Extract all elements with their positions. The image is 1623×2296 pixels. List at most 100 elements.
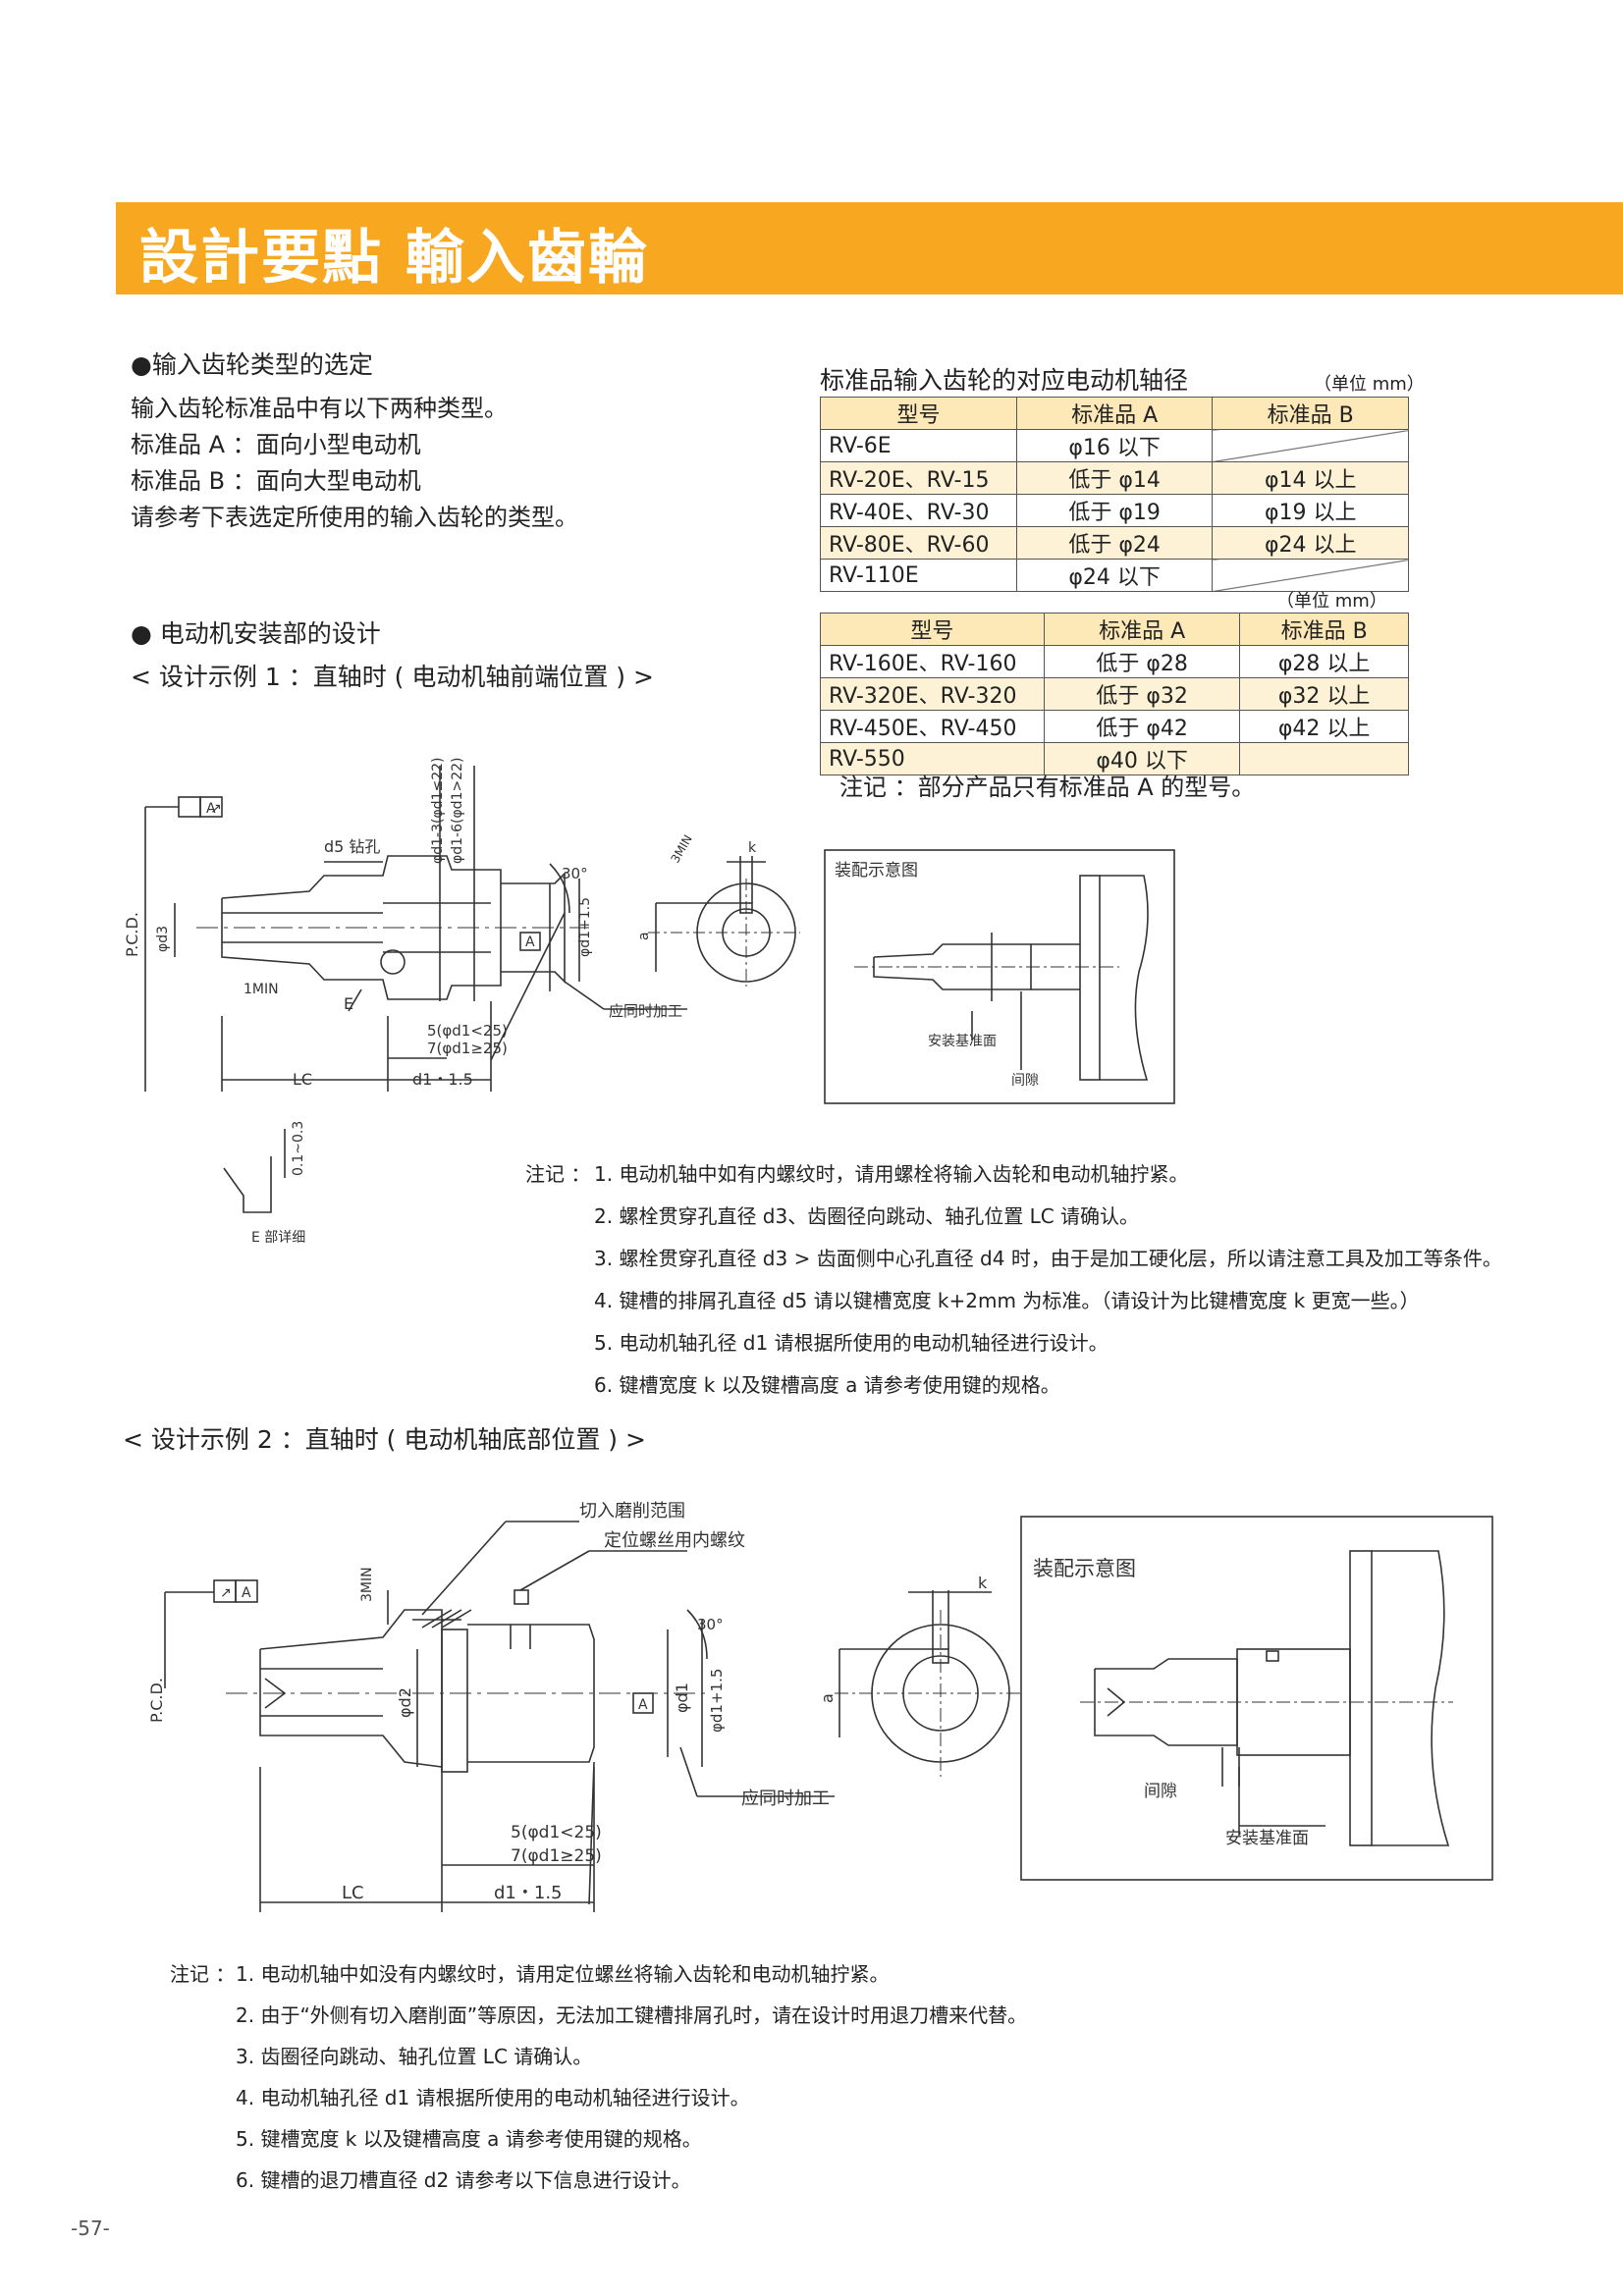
fig1-d1-15-label: d1・1.5 [412,1070,473,1089]
fig1-d5-label: d5 钻孔 [324,837,380,856]
fig1-angle-label: 30° [562,865,588,882]
note-item: 1. 电动机轴中如没有内螺纹时，请用定位螺丝将输入齿轮和电动机轴拧紧。 [236,1962,890,1986]
fig1-notes-prefix: 注记 ： [525,1162,591,1186]
table1-unit: （单位 mm） [1314,374,1425,395]
note-item: 5. 电动机轴孔径 d1 请根据所使用的电动机轴径进行设计。 [594,1331,1109,1355]
title-banner: 設計要點 輸入齒輪 [116,202,1623,294]
note-item: 6. 键槽宽度 k 以及键槽高度 a 请参考使用键的规格。 [594,1373,1060,1397]
fig2-mount-ref: 安装基准面 [1225,1829,1309,1848]
cell-std-a: 低于 φ28 [1043,645,1241,678]
note-item: 6. 键槽的退刀槽直径 d2 请参考以下信息进行设计。 [236,2168,691,2192]
fig1-five-label: 5(φd1<25) [427,1022,508,1040]
header-std-b: 标准品 B [1212,397,1409,430]
header-std-a: 标准品 A [1043,613,1241,646]
cell-std-b: φ19 以上 [1212,494,1409,527]
cell-std-b-empty [1212,559,1409,592]
fig2-simul-label: 应同时加工 [741,1789,830,1809]
fig1-1min-label: 1MIN [243,982,279,997]
header-model: 型号 [820,397,1017,430]
fig1-ref-a: A [525,934,535,950]
cell-model: RV-40E、RV-30 [820,494,1017,527]
fig2-d1-label: φd1 [673,1682,691,1713]
fig2-ref-a: A [638,1697,648,1713]
table-row: RV-160E、RV-160 低于 φ28 φ28 以上 [820,645,1409,678]
table-row: RV-320E、RV-320 低于 φ32 φ32 以上 [820,677,1409,711]
fig1-d1-15-vert: φd1+1.5 [577,897,593,957]
cell-std-a: φ24 以下 [1015,559,1214,592]
cell-model: RV-20E、RV-15 [820,461,1017,495]
note-item: 1. 电动机轴中如有内螺纹时，请用螺栓将输入齿轮和电动机轴拧紧。 [594,1162,1189,1186]
note-item: 2. 螺栓贯穿孔直径 d3、齿圈径向跳动、轴孔位置 LC 请确认。 [594,1204,1140,1228]
fig1-simul-label: 应同时加工 [609,1002,682,1020]
page-number: -57- [71,2216,110,2240]
table-row: RV-550 φ40 以下 [820,742,1409,775]
cell-model: RV-550 [820,742,1045,775]
cell-model: RV-320E、RV-320 [820,677,1045,711]
fig1-notes: 1. 电动机轴中如有内螺纹时，请用螺栓将输入齿轮和电动机轴拧紧。 2. 螺栓贯穿… [594,1158,1502,1398]
fig1-mount-ref: 安装基准面 [928,1033,997,1049]
header-std-b: 标准品 B [1239,613,1409,646]
cell-std-b: φ42 以上 [1239,710,1409,743]
table-header-row: 型号 标准品 A 标准品 B [820,397,1409,430]
cell-model: RV-6E [820,429,1017,462]
fig2-angle-label: 30° [697,1616,724,1633]
fig2-lc-label: LC [342,1883,364,1903]
note-item: 4. 电动机轴孔径 d1 请根据所使用的电动机轴径进行设计。 [236,2086,750,2109]
cell-std-a: φ40 以下 [1043,742,1241,775]
section-heading-gear-type: ●输入齿轮类型的选定 [131,350,373,379]
gdt-runout-icon: ↗ [220,1585,232,1601]
cell-std-a: 低于 φ32 [1043,677,1241,711]
table-row: RV-450E、RV-450 低于 φ42 φ42 以上 [820,710,1409,743]
fig2-five-label: 5(φd1<25) [511,1823,602,1842]
cell-std-b: φ28 以上 [1239,645,1409,678]
fig2-k-label: k [978,1574,988,1592]
fig2-pcd-label: P.C.D. [147,1678,166,1723]
fig1-e-tol: 0.1~0.3 [291,1121,306,1176]
header-std-a: 标准品 A [1015,397,1214,430]
spec-table-1: 型号 标准品 A 标准品 B RV-6E φ16 以下 RV-20E、RV-15… [820,397,1409,592]
cell-std-b: φ24 以上 [1212,526,1409,560]
section1-text: 输入齿轮标准品中有以下两种类型。 标准品 A ：面向小型电动机 标准品 B ：面… [131,391,578,536]
fig1-seven-label: 7(φd1≥25) [427,1040,508,1057]
fig1-d3-label: φd3 [155,926,171,952]
cell-std-b-empty [1212,429,1409,462]
fig1-a-label: a [636,932,652,940]
fig2-3min-label: 3MIN [359,1567,375,1602]
fig1-dim-top2: φd1-6(φd1>22) [450,758,465,865]
design-example-1-heading: < 设计示例 1 ：直轴时 ( 电动机轴前端位置 ) > [131,663,654,691]
fig2-d1-15-h: d1・1.5 [494,1883,563,1903]
fig1-assembly-label: 装配示意图 [835,861,918,881]
spec-table-2: 型号 标准品 A 标准品 B RV-160E、RV-160 低于 φ28 φ28… [820,613,1409,775]
cell-model: RV-450E、RV-450 [820,710,1045,743]
note-item: 5. 键槽宽度 k 以及键槽高度 a 请参考使用键的规格。 [236,2127,702,2151]
text-line: 请参考下表选定所使用的输入齿轮的类型。 [131,504,578,531]
note-item: 3. 齿圈径向跳动、轴孔位置 LC 请确认。 [236,2045,593,2068]
fig2-gdt-ref: A [242,1585,251,1601]
cell-std-b-empty [1239,742,1409,775]
fig1-lc-label: LC [293,1070,312,1089]
cell-std-a: 低于 φ14 [1015,461,1214,495]
fig1-e-label: E [344,994,353,1013]
cell-model: RV-110E [820,559,1017,592]
page-title: 設計要點 輸入齒輪 [139,224,649,293]
fig2-assembly-label: 装配示意图 [1033,1557,1136,1580]
cell-std-a: 低于 φ42 [1043,710,1241,743]
text-line: 标准品 B ：面向大型电动机 [131,467,421,495]
table2-unit: （单位 mm） [1276,591,1387,612]
cell-model: RV-80E、RV-60 [820,526,1017,560]
fig1-gdt-ref: A [206,801,216,817]
fig1-k-label: k [748,840,757,856]
fig2-d2-label: φd2 [396,1687,414,1718]
fig1-gap-label: 间隙 [1011,1073,1039,1089]
fig2-d1-15-label: φd1+1.5 [708,1669,726,1733]
table-row: RV-110E φ24 以下 [820,559,1409,592]
gdt-runout-icon: ↗ [210,801,222,817]
fig1-dim-top1: φd1-3(φd1≤22) [430,758,446,865]
table-row: RV-6E φ16 以下 [820,429,1409,462]
